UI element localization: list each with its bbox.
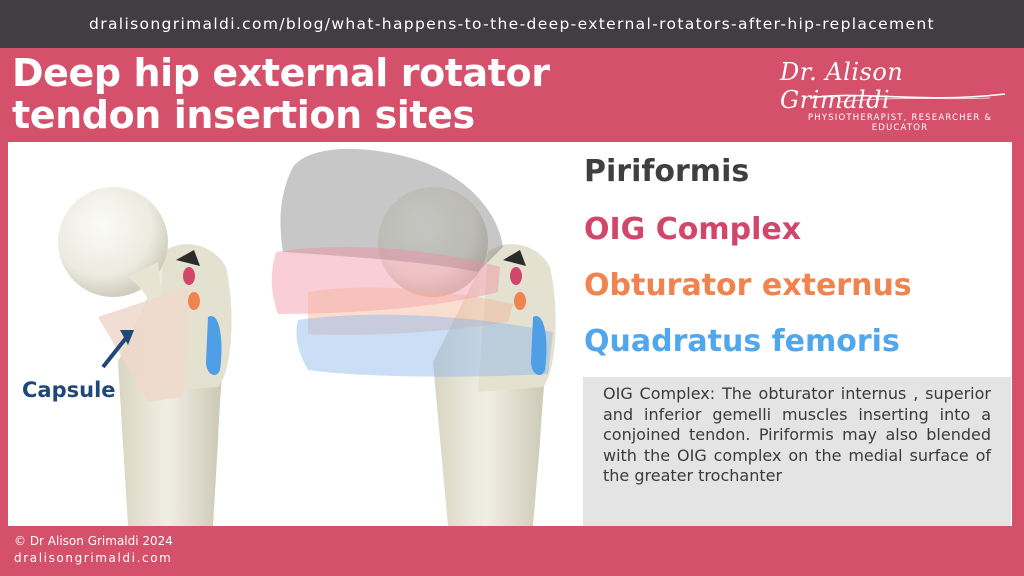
capsule-arrow-head-icon	[120, 330, 134, 345]
brand-logo: Dr. Alison Grimaldi PHYSIOTHERAPIST, RES…	[770, 58, 1020, 133]
left-femoral-neck	[128, 262, 168, 352]
legend-obturator-externus: Obturator externus	[584, 268, 912, 303]
url-bar: dralisongrimaldi.com/blog/what-happens-t…	[0, 0, 1024, 48]
footer: © Dr Alison Grimaldi 2024 dralisongrimal…	[14, 533, 173, 567]
right-obturator-externus-insertion	[514, 292, 526, 310]
title-line-1: Deep hip external rotator	[12, 51, 550, 95]
capsule-label: Capsule	[22, 378, 116, 402]
left-capsule-region	[98, 287, 188, 402]
right-quadratus-femoris-insertion	[531, 316, 547, 376]
piriformis-muscle	[280, 148, 503, 272]
title-line-2: tendon insertion sites	[12, 93, 475, 137]
right-femur	[271, 148, 556, 526]
left-femur	[58, 187, 232, 526]
page-title: Deep hip external rotator tendon inserti…	[12, 52, 652, 136]
legend-oig-complex: OIG Complex	[584, 212, 802, 247]
url-text: dralisongrimaldi.com/blog/what-happens-t…	[89, 15, 935, 33]
info-box: OIG Complex: The obturator internus , su…	[583, 377, 1011, 526]
left-quadratus-femoris-insertion	[206, 316, 222, 376]
logo-signature: Dr. Alison Grimaldi	[780, 58, 904, 114]
obturator-externus-muscle	[308, 287, 513, 335]
legend-quadratus-femoris: Quadratus femoris	[584, 324, 900, 359]
signature-flourish-icon	[810, 93, 1006, 103]
left-femoral-head	[58, 187, 168, 297]
left-obturator-externus-insertion	[188, 292, 200, 310]
right-piriformis-insertion	[503, 250, 526, 266]
right-oig-insertion	[510, 267, 522, 285]
legend-piriformis: Piriformis	[584, 154, 750, 189]
quadratus-femoris-muscle	[296, 314, 553, 377]
oig-complex-muscle	[271, 247, 500, 314]
logo-tagline: PHYSIOTHERAPIST, RESEARCHER & EDUCATOR	[807, 113, 993, 133]
capsule-pointer-arrow	[101, 336, 128, 369]
femur-illustration	[58, 148, 556, 526]
footer-site-link[interactable]: dralisongrimaldi.com	[14, 551, 173, 565]
content-panel: Capsule Piriformis OIG Complex Obturator…	[8, 142, 1012, 526]
left-oig-insertion	[183, 267, 195, 285]
info-text: OIG Complex: The obturator internus , su…	[603, 384, 991, 485]
right-femoral-head	[378, 187, 488, 297]
copyright-text: © Dr Alison Grimaldi 2024	[14, 534, 173, 548]
left-piriformis-insertion	[176, 250, 200, 266]
